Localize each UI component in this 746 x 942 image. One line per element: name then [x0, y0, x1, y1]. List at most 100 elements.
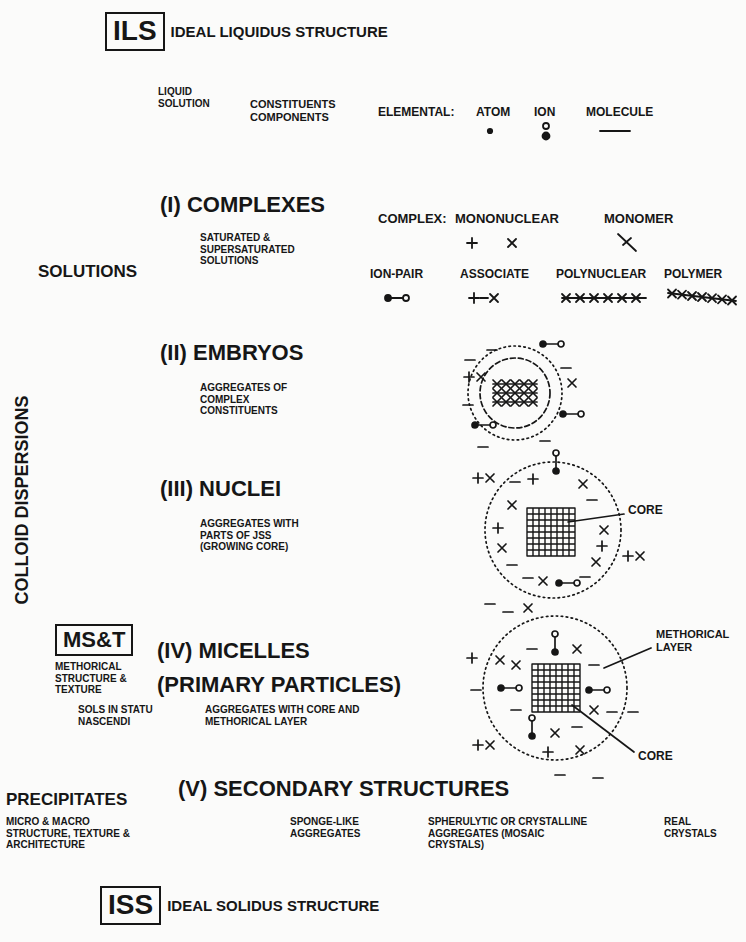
symbol-group [469, 293, 479, 303]
monomer-symbol [618, 234, 636, 251]
diagram-label: REAL CRYSTALS [664, 816, 734, 839]
associate-symbol [480, 297, 488, 299]
diagram-label: ION [534, 106, 555, 120]
micelle-figure [607, 711, 617, 713]
symbol-group [632, 294, 640, 302]
embryo-figure [480, 358, 550, 428]
nucleus-figure [623, 551, 633, 561]
nucleus-figure [510, 481, 520, 483]
diagram-label: COMPLEX: [378, 212, 447, 227]
diagram-label: SPHERULYTIC OR CRYSTALLINE AGGREGATES (M… [428, 816, 598, 851]
nucleus-figure [539, 577, 547, 585]
symbol-group [688, 292, 696, 300]
symbol-group [728, 297, 736, 305]
micelle-figure [551, 729, 559, 737]
symbol-group [490, 294, 498, 302]
symbol-group [718, 295, 726, 303]
diagram-label: SOLUTIONS [38, 262, 137, 282]
micelle-figure [511, 709, 521, 711]
embryo-figure [529, 380, 537, 388]
embryo-figure [511, 380, 519, 388]
diagram-label: MONONUCLEAR [455, 212, 559, 227]
embryo-figure [511, 389, 519, 397]
nucleus-figure [636, 552, 644, 560]
diagram-label: MOLECULE [586, 106, 653, 120]
micelle-figure [552, 631, 558, 655]
diagram-label: CORE [638, 750, 673, 764]
embryo-figure [520, 398, 528, 406]
embryo-figure [493, 389, 501, 397]
side-heading: COLLOID DISPERSIONS [12, 395, 33, 604]
embryo-figure [465, 359, 475, 361]
diagram-label: ELEMENTAL: [378, 106, 454, 120]
micelle-figure [527, 648, 537, 650]
micelle-figure [586, 687, 610, 693]
embryo-figure [463, 341, 584, 447]
micelle-figure [467, 604, 651, 778]
symbol-group [385, 295, 409, 301]
micelle-figure [496, 656, 504, 664]
symbol-group [508, 239, 516, 247]
nucleus-figure [597, 541, 607, 551]
nucleus-figure [498, 544, 506, 552]
micelle-figure [471, 689, 481, 691]
symbol-group [668, 290, 676, 298]
nucleus-figure [553, 450, 559, 474]
leader-line [568, 514, 624, 522]
molecule-symbol [600, 130, 630, 132]
micelle-figure [483, 616, 627, 760]
nucleus-figure [473, 473, 483, 483]
embryo-figure [477, 373, 485, 381]
micelle-figure [593, 777, 603, 779]
diagram-label: MONOMER [604, 212, 673, 227]
micelle-figure [573, 645, 581, 653]
diagram-label: ATOM [476, 106, 510, 120]
diagram-label: (II) EMBRYOS [160, 340, 303, 365]
embryo-figure [502, 380, 510, 388]
micelle-figure [503, 611, 513, 613]
micelle-figure [555, 774, 565, 776]
embryo-figure [520, 389, 528, 397]
diagram-label: AGGREGATES OF COMPLEX CONSTITUENTS [200, 382, 310, 417]
diagram-label: METHORICAL LAYER [656, 628, 741, 653]
symbol-group [698, 293, 706, 301]
embryo-figure [463, 404, 473, 406]
micelle-figure [543, 747, 553, 757]
diagram-label: AGGREGATES WITH PARTS OF JSS (GROWING CO… [200, 518, 325, 553]
embryo-figure [502, 398, 510, 406]
micelle-figure [589, 664, 599, 666]
micelle-figure [524, 604, 532, 612]
embryo-figure [520, 380, 528, 388]
boxed-term: ILSIDEAL LIQUIDUS STRUCTURE [105, 12, 388, 51]
nucleus-figure [556, 580, 580, 586]
embryo-figure [493, 380, 501, 388]
nucleus-figure [493, 523, 503, 533]
micelle-figure [628, 711, 638, 713]
embryo-figure [472, 422, 496, 428]
symbol-group [590, 294, 598, 302]
boxed-term: ISSIDEAL SOLIDUS STRUCTURE [100, 886, 379, 925]
micelle-figure [529, 715, 535, 739]
diagram-label: SOLS IN STATU NASCENDI [78, 704, 153, 727]
diagram-label: (I) COMPLEXES [160, 192, 325, 217]
node-heading: METHORICAL STRUCTURE & TEXTURE [55, 661, 150, 696]
embryo-figure [468, 346, 562, 440]
embryo-figure [502, 389, 510, 397]
embryo-figure [529, 398, 537, 406]
diagram-label: POLYMER [664, 268, 722, 282]
nucleus-figure [527, 508, 575, 556]
polynuclear-symbol [562, 297, 646, 299]
nucleus-figure [523, 577, 533, 579]
micelle-figure [576, 746, 584, 754]
nucleus-figure [592, 558, 600, 566]
micelle-figure [590, 706, 598, 714]
diagram-label: CONSTITUENTS COMPONENTS [250, 98, 360, 123]
embryo-figure [540, 440, 550, 442]
boxed-abbreviation: ILS [105, 12, 165, 51]
nucleus-figure [507, 564, 517, 566]
micelle-figure [485, 603, 495, 605]
diagram-label: MICRO & MACRO STRUCTURE, TEXTURE & ARCHI… [6, 816, 156, 851]
nucleus-figure [485, 462, 621, 598]
boxed-term: MS&TMETHORICAL STRUCTURE & TEXTURE [55, 624, 150, 696]
node-heading: IDEAL SOLIDUS STRUCTURE [167, 897, 379, 914]
